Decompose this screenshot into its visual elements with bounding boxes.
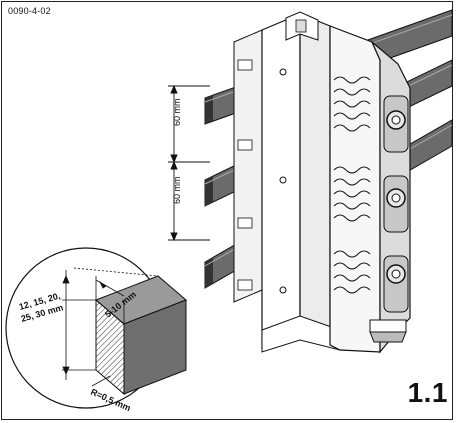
document-id: 0090-4-02	[8, 6, 51, 16]
dimension-label-bottom: 60 mm	[172, 176, 182, 204]
fuse-handles	[369, 41, 411, 354]
fuse-carrier-cover	[329, 25, 381, 353]
dimension-label-top: 60 mm	[172, 98, 182, 126]
fuse-base-back-plate	[233, 29, 263, 303]
fuse-base-body	[261, 11, 341, 353]
figure-number: 1.1	[407, 377, 448, 408]
dimension-lines	[168, 84, 210, 242]
busbar-detail-inset	[5, 247, 187, 409]
